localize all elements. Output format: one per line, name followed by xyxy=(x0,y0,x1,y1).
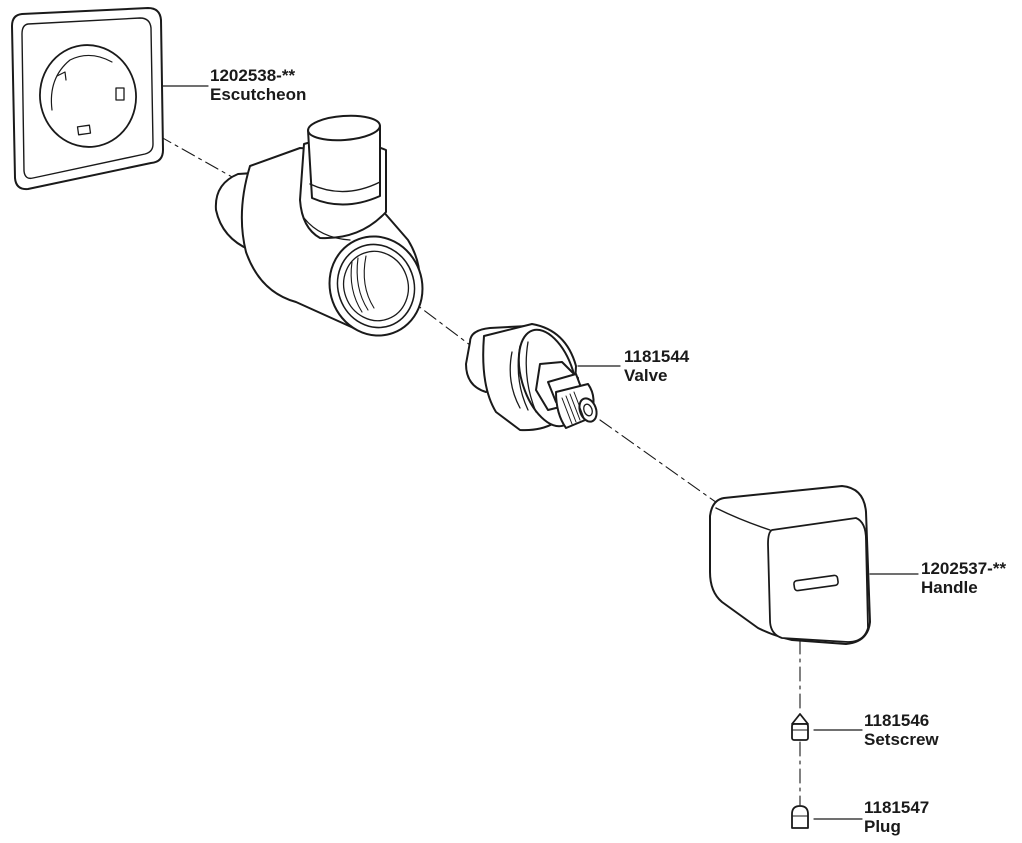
valve-body-part xyxy=(214,114,424,337)
escutcheon-part-name: Escutcheon xyxy=(210,85,307,104)
escutcheon-part xyxy=(11,7,164,191)
handle-part xyxy=(709,485,871,645)
leader-lines xyxy=(161,85,919,820)
escutcheon-label: 1202538-** Escutcheon xyxy=(210,66,306,104)
escutcheon-part-number: 1202538-** xyxy=(210,66,296,85)
setscrew-part xyxy=(791,713,809,741)
valve-part-name: Valve xyxy=(624,366,668,385)
plug-label: 1181547 Plug xyxy=(864,798,929,836)
setscrew-label: 1181546 Setscrew xyxy=(864,711,939,749)
valve-cartridge-part xyxy=(465,323,598,432)
handle-part-number: 1202537-** xyxy=(921,559,1007,578)
setscrew-part-name: Setscrew xyxy=(864,730,939,749)
plug-part-number: 1181547 xyxy=(864,798,930,817)
valve-part-number: 1181544 xyxy=(624,347,690,366)
handle-part-name: Handle xyxy=(921,578,978,597)
handle-label: 1202537-** Handle xyxy=(921,559,1006,597)
plug-part-name: Plug xyxy=(864,817,901,836)
setscrew-part-number: 1181546 xyxy=(864,711,930,730)
plug-part xyxy=(791,805,809,829)
valve-label: 1181544 Valve xyxy=(624,347,689,385)
assembly-axis-line xyxy=(87,95,801,806)
